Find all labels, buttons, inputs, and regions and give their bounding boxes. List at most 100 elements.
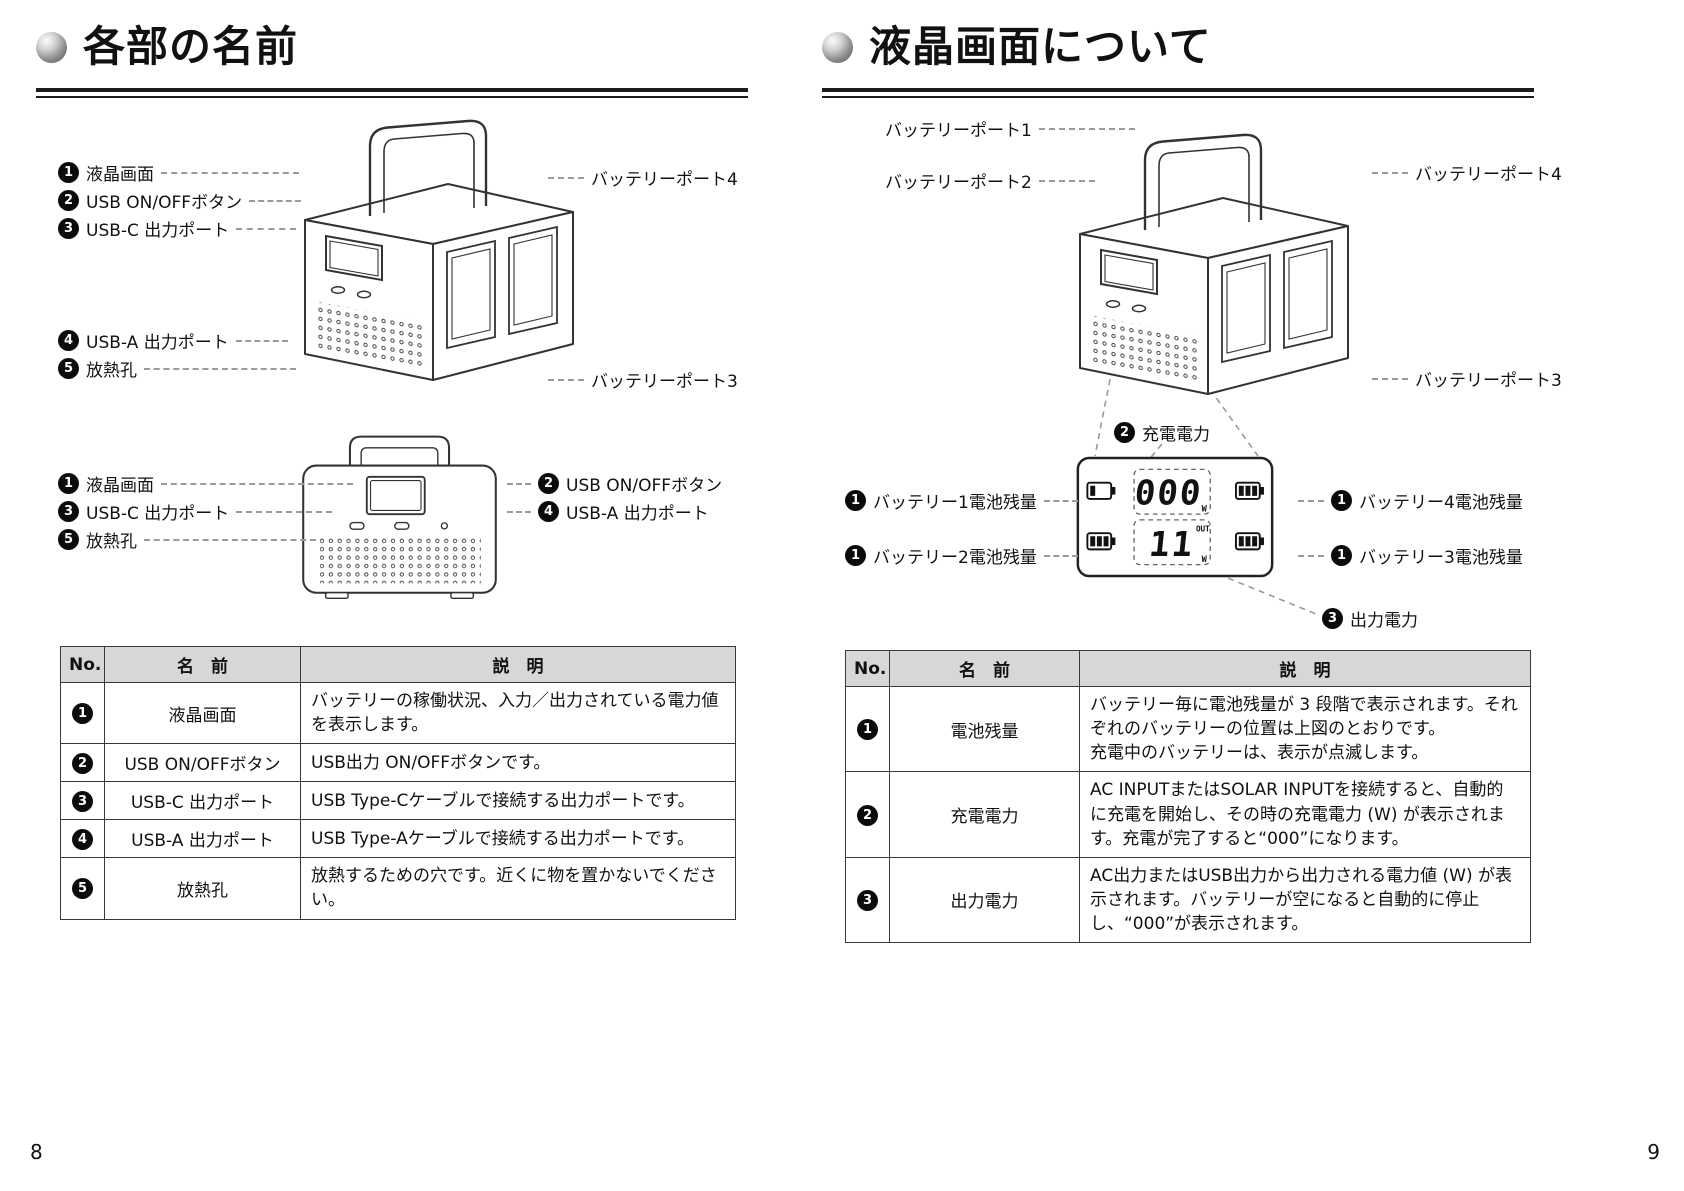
leader-line	[249, 199, 302, 202]
device-foot	[450, 592, 475, 600]
col-header-no: No.	[60, 646, 105, 683]
part-name: USB ON/OFFボタン	[104, 743, 301, 783]
leader-line	[1217, 573, 1317, 615]
part-label: 5 放熱孔	[58, 356, 296, 381]
numbered-badge: 3	[58, 501, 79, 522]
numbered-badge: 2	[58, 190, 79, 211]
part-name: 液晶画面	[104, 681, 301, 745]
port-label-text: バッテリーポート1	[885, 121, 1032, 141]
usb-port	[394, 521, 410, 530]
part-label: 5 放熱孔	[58, 527, 316, 552]
lcd-frame	[1076, 456, 1274, 578]
page-number: 9	[1647, 1140, 1660, 1164]
leader-line	[507, 482, 531, 485]
numbered-badge: 4	[538, 501, 559, 522]
battery-remaining-text: バッテリー2電池残量	[873, 548, 1037, 568]
leader-line	[507, 510, 531, 513]
table-row: 1 電池残量 バッテリー毎に電池残量が 3 段階で表示されます。それぞれのバッテ…	[845, 685, 1531, 773]
numbered-badge: 2	[1114, 422, 1135, 443]
leader-line	[144, 538, 316, 541]
numbered-badge: 3	[72, 790, 93, 812]
section-header-left: 各部の名前	[36, 26, 298, 68]
part-description: USB出力 ON/OFFボタンです。	[300, 743, 736, 783]
part-label-text: 液晶画面	[86, 165, 154, 185]
battery-port-panel-inner	[1226, 262, 1266, 354]
leader-line	[236, 510, 333, 513]
port-label-text: バッテリーポート3	[1415, 371, 1562, 391]
vent-holes	[318, 302, 426, 370]
charge-power-text: 充電電力	[1142, 425, 1210, 445]
device-foot	[324, 592, 349, 600]
output-power-value: 11	[1147, 525, 1196, 565]
carry-handle-inner	[383, 132, 475, 213]
page-left: 各部の名前	[30, 26, 748, 1164]
charge-power-value: 000	[1133, 474, 1205, 514]
battery-remaining-label: 1 バッテリー4電池残量	[1298, 488, 1523, 513]
carry-handle	[368, 119, 488, 216]
watt-unit: W	[1202, 504, 1208, 514]
table-row: 3 出力電力 AC出力またはUSB出力から出力される電力値 (W) が表示されま…	[845, 856, 1531, 944]
item-description: AC INPUTまたはSOLAR INPUTを接続すると、自動的に充電を開始し、…	[1079, 771, 1531, 858]
page-right: 液晶画面について	[810, 0, 1684, 1191]
col-header-desc: 説 明	[300, 646, 736, 683]
out-label: OUT	[1196, 524, 1210, 533]
numbered-badge: 3	[857, 889, 878, 911]
part-description: USB Type-Aケーブルで接続する出力ポートです。	[300, 819, 736, 859]
section-header-right: 液晶画面について	[822, 26, 1212, 68]
vent-holes	[1093, 316, 1201, 384]
part-label-text: USB-A 出力ポート	[86, 333, 229, 353]
device-front-diagram	[302, 435, 497, 600]
leader-line	[1038, 179, 1095, 182]
part-label: バッテリーポート3	[548, 367, 738, 392]
part-label-text: USB-C 出力ポート	[86, 504, 230, 524]
carry-handle	[348, 435, 451, 466]
table-header-row: No. 名 前 説 明	[60, 646, 736, 683]
leader-line	[235, 339, 288, 342]
battery-remaining-text: バッテリー3電池残量	[1359, 548, 1523, 568]
part-name: 放熱孔	[104, 857, 301, 920]
col-header-desc: 説 明	[1079, 650, 1531, 687]
part-label-text: 放熱孔	[86, 532, 137, 552]
lcd-table: No. 名 前 説 明 1 電池残量 バッテリー毎に電池残量が 3 段階で表示さ…	[845, 650, 1531, 944]
numbered-badge: 5	[58, 358, 79, 379]
battery-port-panel	[446, 239, 496, 350]
part-description: USB Type-Cケーブルで接続する出力ポートです。	[300, 781, 736, 821]
lcd-display-diagram: 000 W 11 OUT W	[1076, 456, 1274, 578]
part-description: バッテリーの稼働状況、入力／出力されている電力値を表示します。	[300, 681, 736, 745]
item-name: 電池残量	[889, 685, 1080, 773]
leader-line	[1372, 377, 1408, 380]
part-label-text: USB-C 出力ポート	[86, 221, 230, 241]
parts-table: No. 名 前 説 明 1 液晶画面 バッテリーの稼働状況、入力／出力されている…	[60, 646, 736, 920]
item-name: 出力電力	[889, 856, 1080, 944]
battery-remaining-text: バッテリー1電池残量	[873, 493, 1037, 513]
numbered-badge: 5	[72, 878, 93, 900]
part-label: 1 液晶画面	[58, 471, 353, 496]
part-label-text: バッテリーポート3	[591, 372, 738, 392]
leader-line	[1043, 554, 1078, 557]
numbered-badge: 2	[538, 473, 559, 494]
page-title: 各部の名前	[83, 22, 299, 71]
numbered-badge: 4	[58, 330, 79, 351]
numbered-badge: 1	[845, 545, 866, 566]
part-label-text: 放熱孔	[86, 361, 137, 381]
leader-line	[1038, 127, 1135, 130]
battery-port-panel-inner	[513, 234, 553, 326]
battery-port-panel-inner	[451, 248, 491, 340]
lcd-screen-inner	[369, 479, 422, 512]
table-row: 1 液晶画面 バッテリーの稼働状況、入力／出力されている電力値を表示します。	[60, 681, 736, 745]
numbered-badge: 2	[72, 752, 93, 774]
port-label: バッテリーポート4	[1372, 160, 1562, 185]
lcd-screen-inner	[1104, 254, 1154, 291]
leader-line	[161, 482, 353, 485]
numbered-badge: 1	[845, 490, 866, 511]
part-label-text: USB ON/OFFボタン	[566, 476, 723, 496]
leader-line	[548, 176, 584, 179]
numbered-badge: 4	[72, 828, 93, 850]
carry-handle	[1143, 133, 1263, 230]
part-label-text: バッテリーポート4	[591, 170, 738, 190]
battery-port-panel	[1221, 253, 1271, 364]
numbered-badge: 3	[58, 218, 79, 239]
numbered-badge: 1	[58, 473, 79, 494]
header-rule	[822, 88, 1534, 98]
lcd-screen-inner	[329, 240, 379, 277]
